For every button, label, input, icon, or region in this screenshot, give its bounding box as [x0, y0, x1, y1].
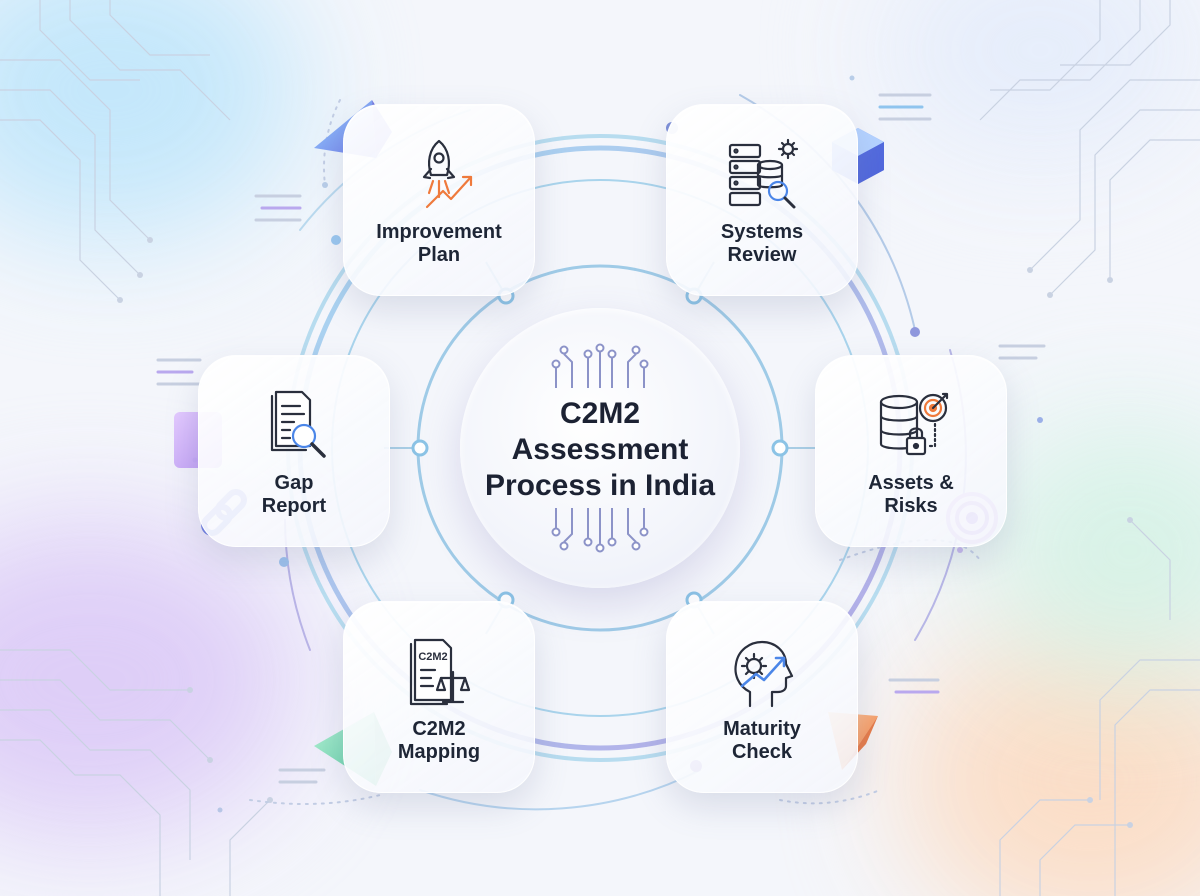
- step-label-line: C2M2: [412, 718, 466, 740]
- title-line: Assessment: [511, 433, 689, 466]
- circuit-nodes: [117, 237, 1133, 828]
- step-label-line: Maturity: [723, 718, 801, 740]
- step-label-line: Plan: [417, 244, 461, 266]
- step-label-line: Report: [261, 495, 327, 517]
- document-label: C2M2: [418, 651, 447, 663]
- step-label-line: Systems: [720, 221, 804, 243]
- step-label-line: Mapping: [397, 741, 481, 763]
- step-label: C2M2 Mapping: [344, 718, 534, 764]
- step-c2m2-mapping: C2M2 C2M2 Mapping: [343, 601, 535, 793]
- title-line: C2M2: [559, 397, 641, 430]
- step-label: Improvement Plan: [344, 221, 534, 267]
- server-database-search-icon: [720, 131, 804, 215]
- step-gap-report: Gap Report: [198, 355, 390, 547]
- database-lock-target-icon: [869, 382, 953, 466]
- dashed-trails: [249, 99, 981, 805]
- step-label: Gap Report: [199, 472, 389, 518]
- step-label: Assets & Risks: [816, 472, 1006, 518]
- rocket-growth-icon: [397, 131, 481, 215]
- step-label: Systems Review: [667, 221, 857, 267]
- center-title-circle: C2M2 Assessment Process in India: [460, 308, 740, 588]
- step-improvement-plan: Improvement Plan: [343, 104, 535, 296]
- step-label-line: Review: [727, 244, 797, 266]
- step-assets-risks: Assets & Risks: [815, 355, 1007, 547]
- step-label: Maturity Check: [667, 718, 857, 764]
- text-line-marks: [156, 93, 1046, 784]
- step-label-line: Risks: [884, 495, 938, 517]
- circuit-motif-icon: [551, 343, 649, 553]
- title-line: Process in India: [484, 469, 716, 502]
- step-maturity-check: Maturity Check: [666, 601, 858, 793]
- report-magnifier-icon: [252, 382, 336, 466]
- document-scale-icon: C2M2: [397, 628, 481, 712]
- diagram-title: C2M2 Assessment Process in India: [460, 396, 740, 504]
- step-label-line: Gap: [274, 472, 314, 494]
- step-label-line: Improvement: [376, 221, 502, 243]
- step-label-line: Assets &: [868, 472, 954, 494]
- step-systems-review: Systems Review: [666, 104, 858, 296]
- step-label-line: Check: [731, 741, 793, 763]
- head-gear-chart-icon: [720, 628, 804, 712]
